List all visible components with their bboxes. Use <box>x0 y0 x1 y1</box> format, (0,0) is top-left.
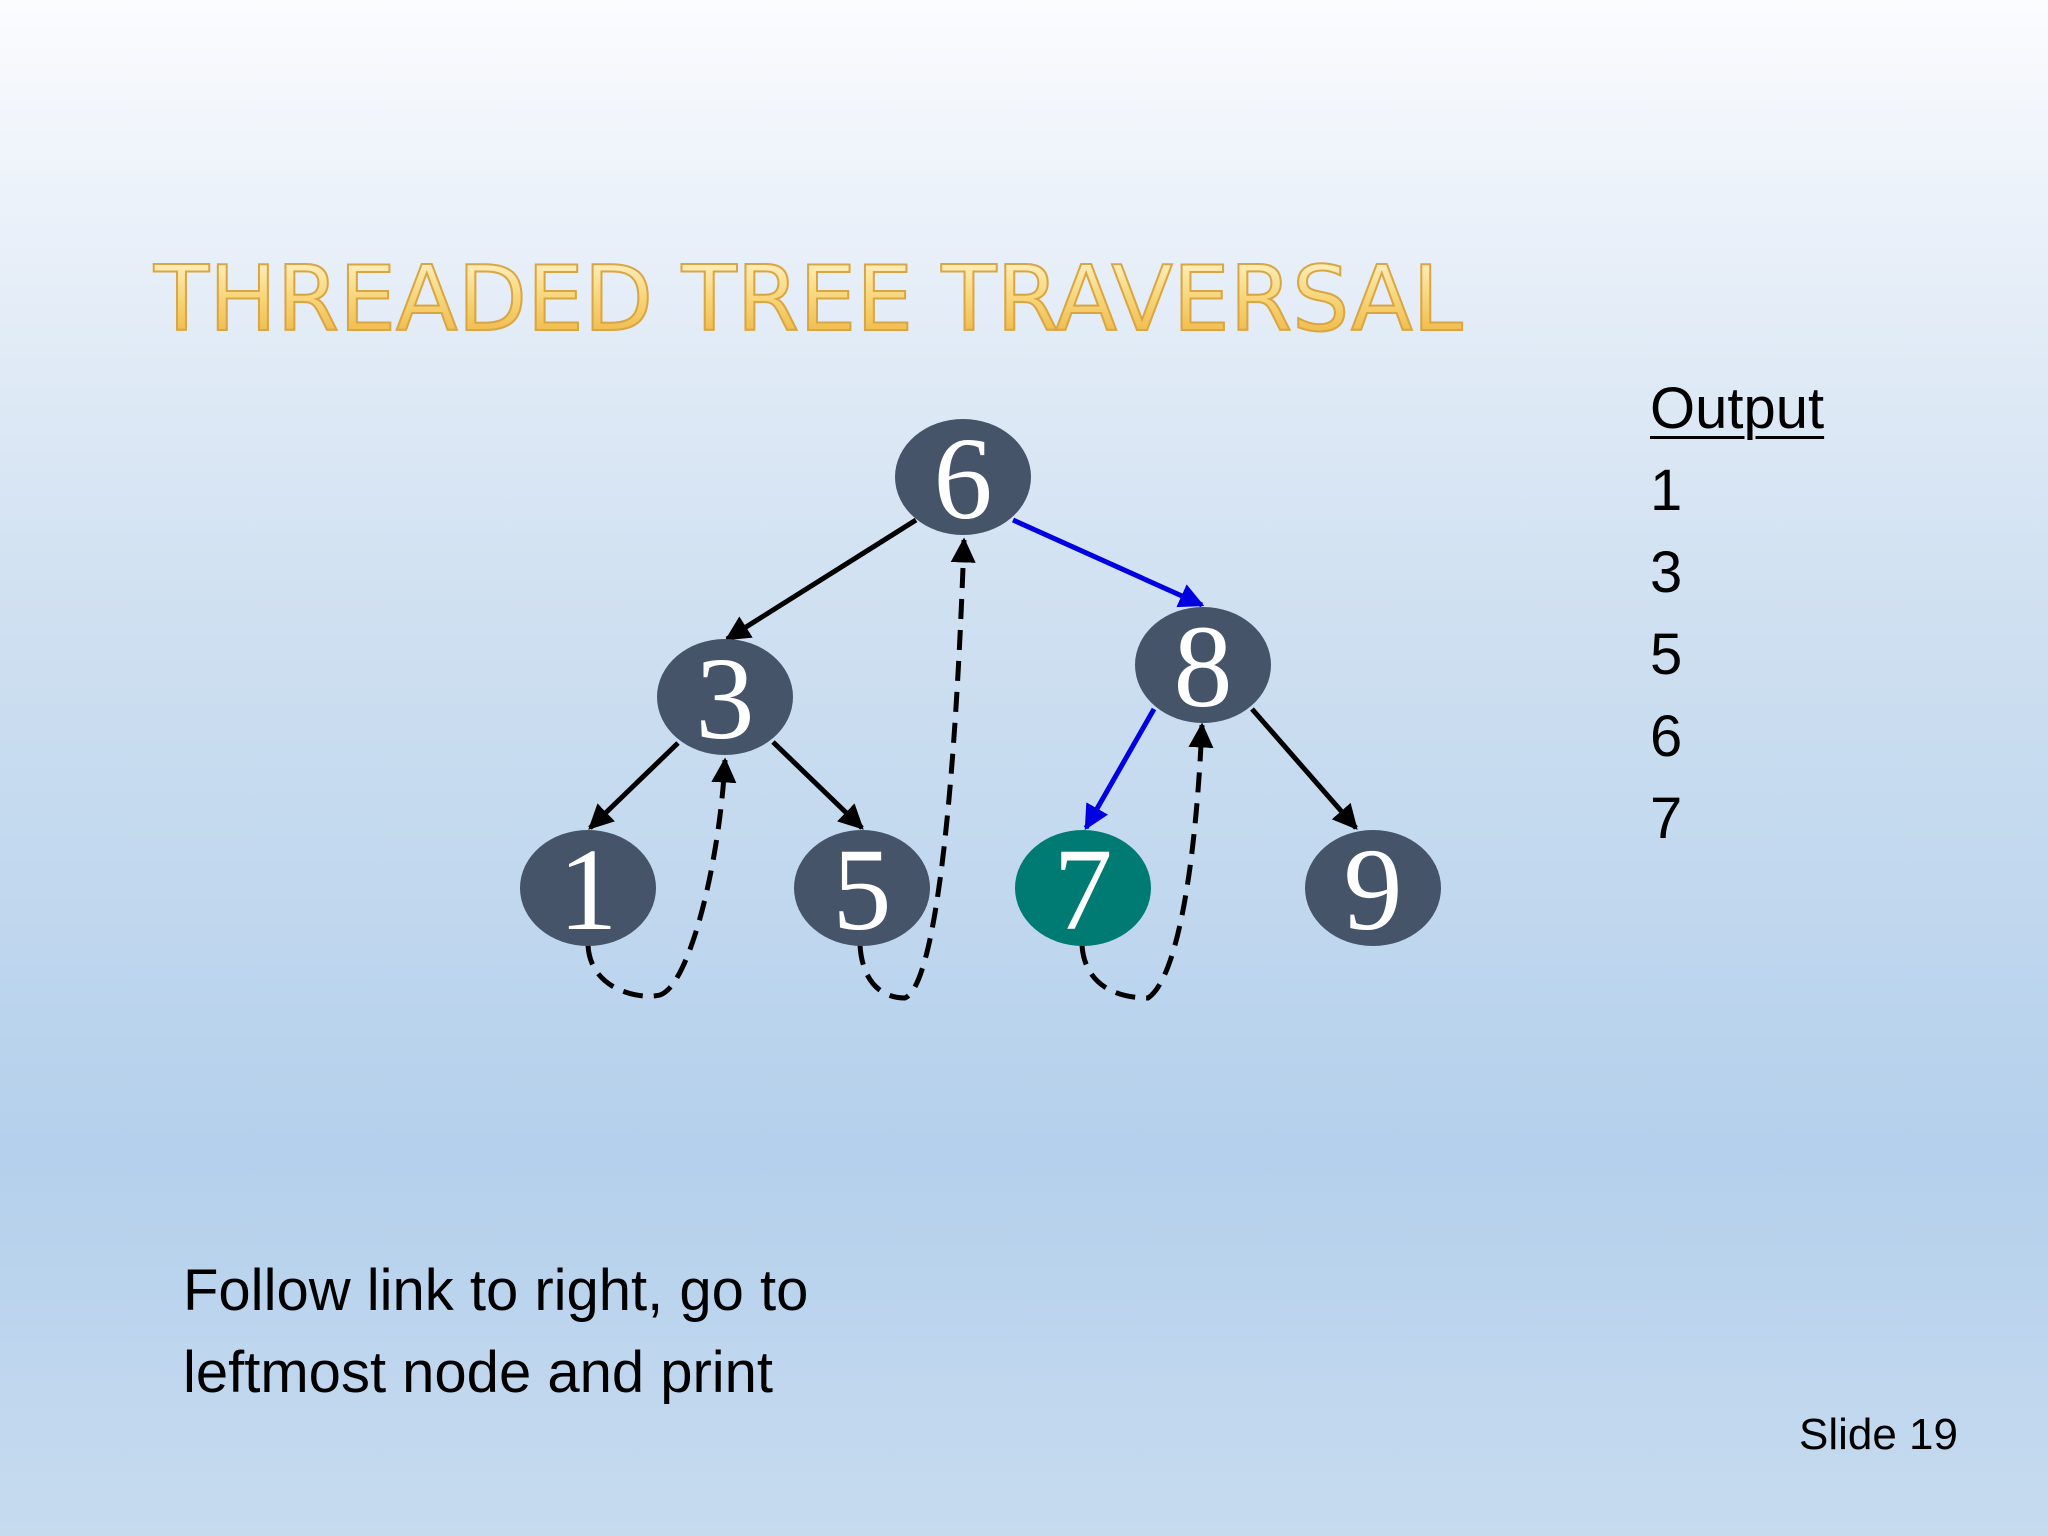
output-value: 5 <box>1650 622 1683 687</box>
caption-line-2: leftmost node and print <box>183 1340 774 1405</box>
output-value: 7 <box>1650 786 1683 851</box>
thread-5-to-6 <box>857 537 976 1001</box>
output-value: 1 <box>1650 458 1683 523</box>
node-label-8: 8 <box>1174 601 1233 732</box>
caption: Follow link to right, go to leftmost nod… <box>183 1250 1083 1414</box>
output-value: 6 <box>1650 704 1683 769</box>
output-value: 3 <box>1650 540 1683 605</box>
tree-node-6: 6 <box>895 413 1031 544</box>
link-8-to-7 <box>1083 707 1157 831</box>
slide-number: Slide 19 <box>1798 1410 1958 1459</box>
tree-node-1: 1 <box>520 824 656 955</box>
node-label-9: 9 <box>1344 824 1403 955</box>
tree-node-5: 5 <box>794 824 930 955</box>
link-6-to-8 <box>1011 517 1205 608</box>
node-label-1: 1 <box>559 824 618 955</box>
node-label-6: 6 <box>934 413 993 544</box>
slide-title: THREADED TREE TRAVERSAL <box>153 247 1464 352</box>
tree-node-9: 9 <box>1305 824 1441 955</box>
thread-1-to-3 <box>585 757 737 999</box>
link-8-to-9 <box>1250 707 1358 830</box>
thread-7-to-8 <box>1079 722 1214 1001</box>
output-heading: Output <box>1650 376 1825 441</box>
link-3-to-5 <box>771 740 864 830</box>
tree-node-8: 8 <box>1135 601 1271 732</box>
tree-node-3: 3 <box>657 633 793 764</box>
node-label-5: 5 <box>833 824 892 955</box>
tree-node-7-current: 7 <box>1015 824 1151 955</box>
link-3-to-1 <box>588 741 680 830</box>
node-label-3: 3 <box>696 633 755 764</box>
node-label-7: 7 <box>1054 824 1113 955</box>
link-6-to-3 <box>724 517 918 642</box>
output-panel: Output 1 3 5 6 7 <box>1650 368 1824 860</box>
caption-line-1: Follow link to right, go to <box>183 1258 809 1323</box>
